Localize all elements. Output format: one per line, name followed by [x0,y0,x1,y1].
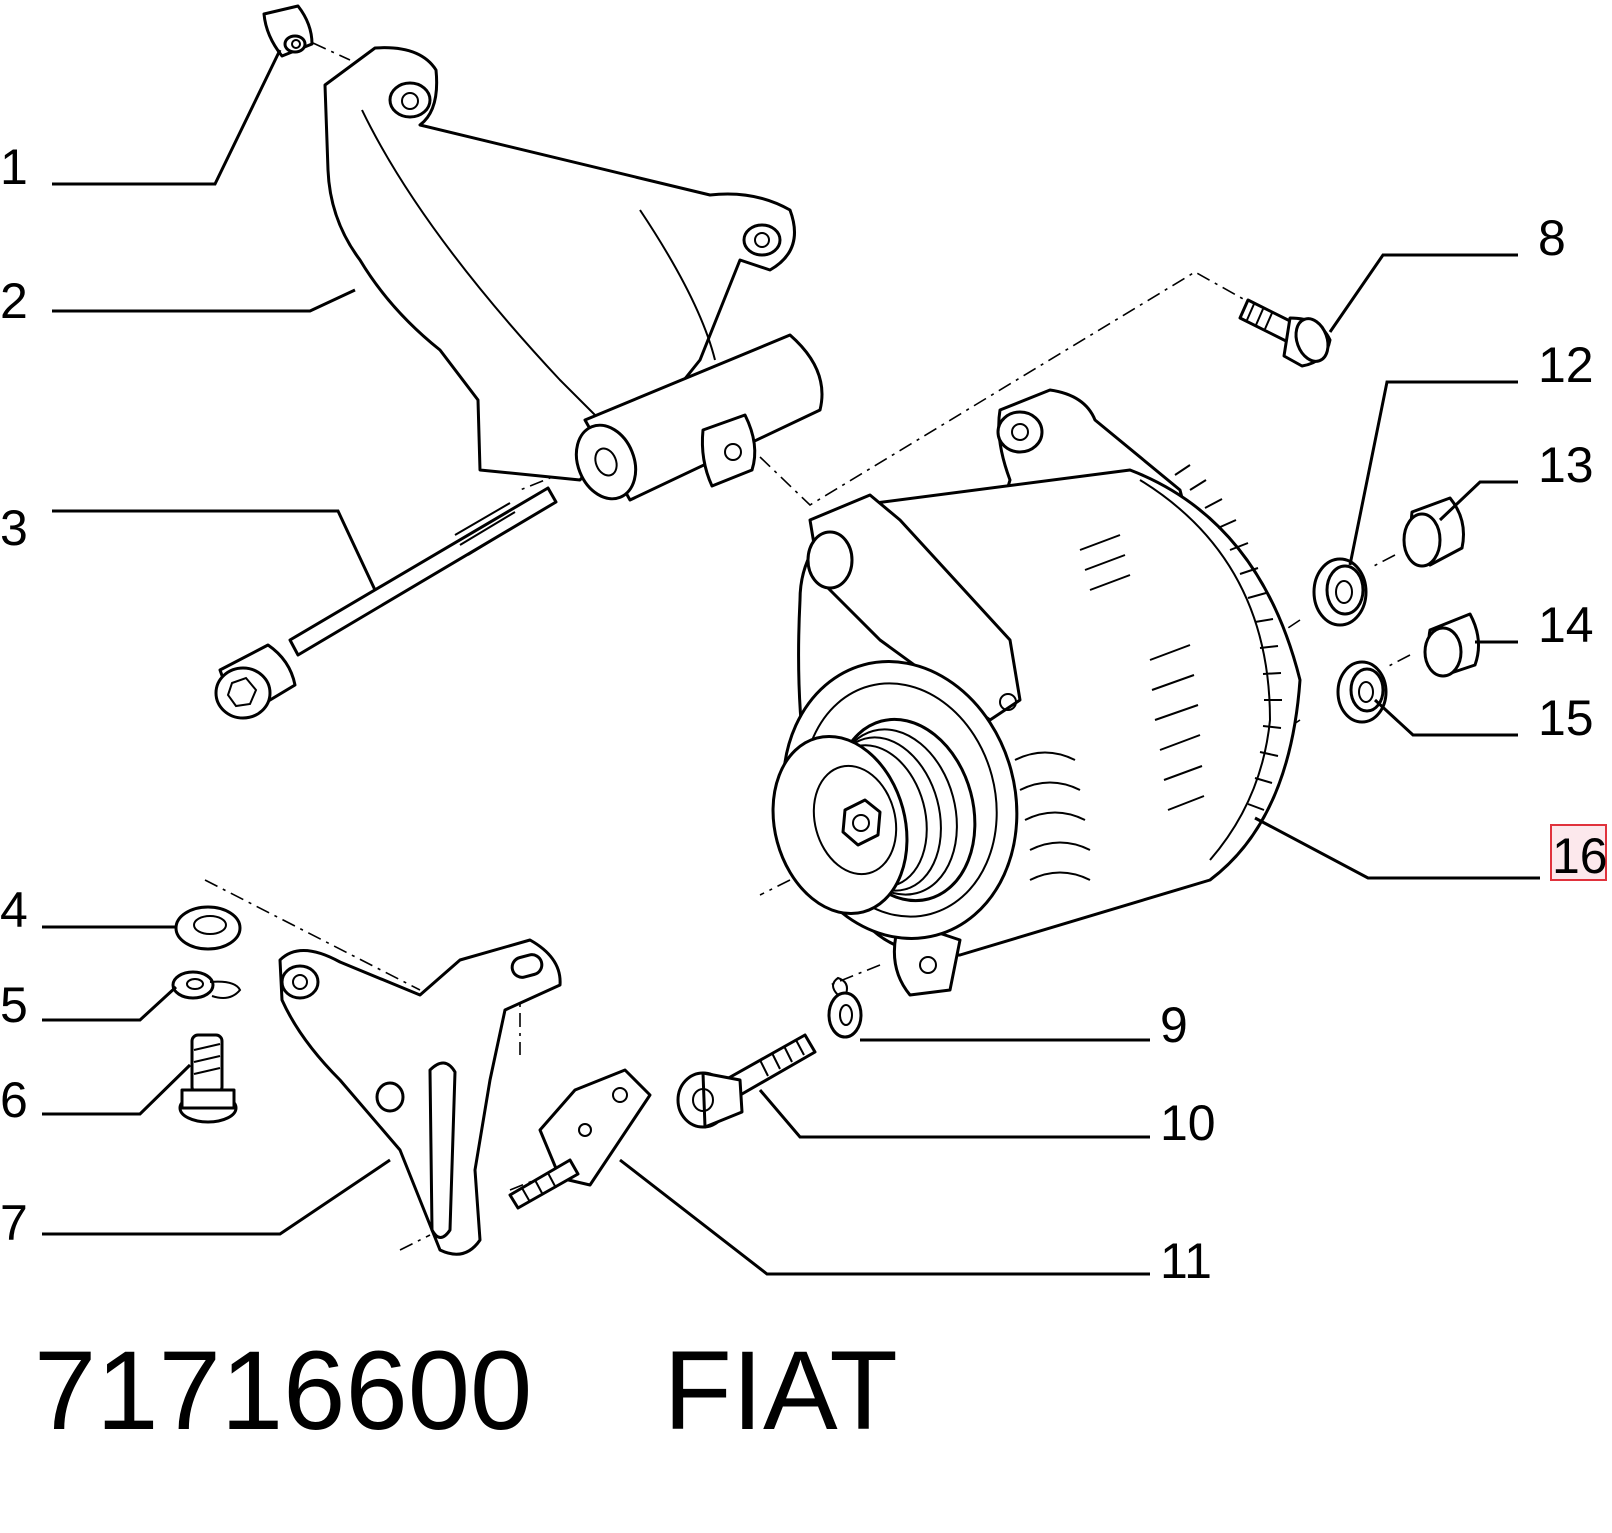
part-16-alternator [771,388,1302,997]
part-2-upper-bracket [323,46,824,502]
callout-label-1: 1 [0,139,28,195]
part-10-socket-bolt [676,1033,817,1129]
callout-label-2: 2 [0,273,28,329]
part-1-bushing [262,4,314,58]
callout-label-9: 9 [1160,997,1188,1053]
callout-lines [42,49,1540,1276]
part-9-spring-washer [827,976,863,1039]
callout-label-5: 5 [0,977,28,1033]
part-15-flange-nut [1336,660,1388,724]
callout-label-8: 8 [1538,210,1566,266]
part-14-cap [1423,612,1481,678]
part-3-long-bolt [214,486,558,720]
callout-label-12: 12 [1538,337,1594,393]
callout-label-10: 10 [1160,1095,1216,1151]
brand-name: FIAT [663,1328,898,1453]
part-5-spring-washer [171,970,242,1000]
callout-label-4: 4 [0,882,28,938]
highlight-box-16 [1550,824,1607,881]
part-12-flange-nut [1312,557,1368,627]
callout-label-6: 6 [0,1072,28,1128]
callout-label-16: 16 [1552,828,1608,884]
part-number: 71716600 [34,1328,533,1453]
part-13-cap [1402,496,1465,568]
callout-label-13: 13 [1538,437,1594,493]
part-11-stud-bracket [508,1068,652,1210]
callout-labels: 1 2 3 4 5 6 7 8 9 10 11 12 13 14 15 16 [0,139,1608,1289]
callout-label-14: 14 [1538,597,1594,653]
callout-label-7: 7 [0,1195,28,1251]
part-8-bolt [1238,298,1332,368]
part-6-flanged-bolt [178,1033,238,1124]
callout-label-3: 3 [0,500,28,556]
callout-label-11: 11 [1160,1233,1212,1289]
part-4-washer [174,905,242,951]
callout-label-15: 15 [1538,690,1594,746]
caption: 71716600 FIAT [34,1335,898,1447]
part-7-lower-bracket [278,938,562,1256]
